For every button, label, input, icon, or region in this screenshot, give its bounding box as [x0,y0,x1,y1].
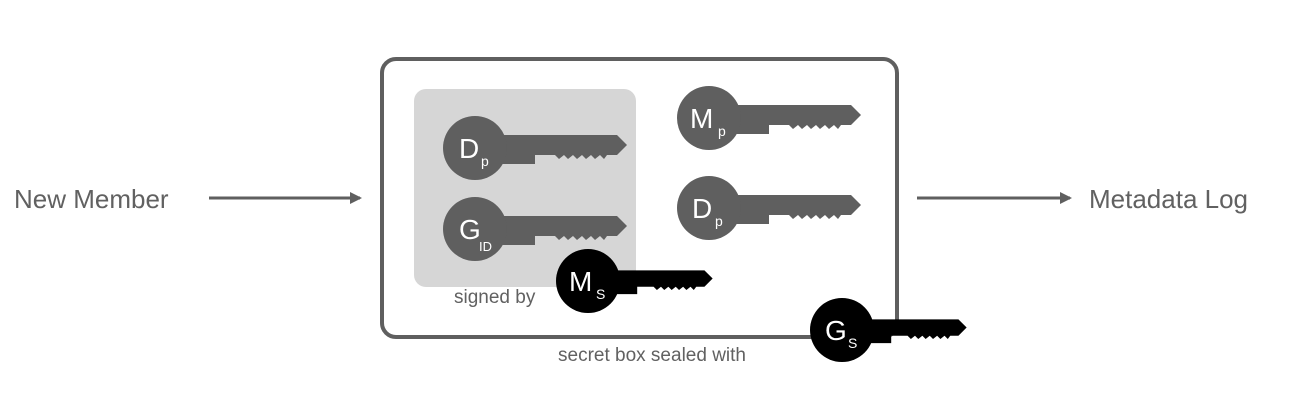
key-main-letter: D [692,193,712,224]
key-subscript: S [848,335,857,351]
key-subscript: S [596,286,605,302]
sealer-key-gs: G S [810,298,967,362]
key-subscript: p [481,153,489,169]
key-main-letter: D [459,133,479,164]
key-subscript: ID [479,239,492,254]
new-member-label: New Member [14,184,169,214]
sealed-with-caption: secret box sealed with [558,345,746,366]
open-key-dp: D p [677,176,861,240]
key-main-letter: M [690,103,713,134]
signed-key-dp: D p [443,116,627,180]
key-main-letter: M [569,266,592,297]
key-subscript: p [715,213,723,229]
key-subscript: p [718,123,726,139]
metadata-log-label: Metadata Log [1089,184,1249,214]
signed-key-gid: G ID [443,197,627,261]
signed-by-caption: signed by [454,287,536,308]
key-main-letter: G [459,214,481,245]
open-key-mp: M p [677,86,861,150]
signer-key-ms: M S [556,249,713,313]
key-main-letter: G [825,315,847,346]
